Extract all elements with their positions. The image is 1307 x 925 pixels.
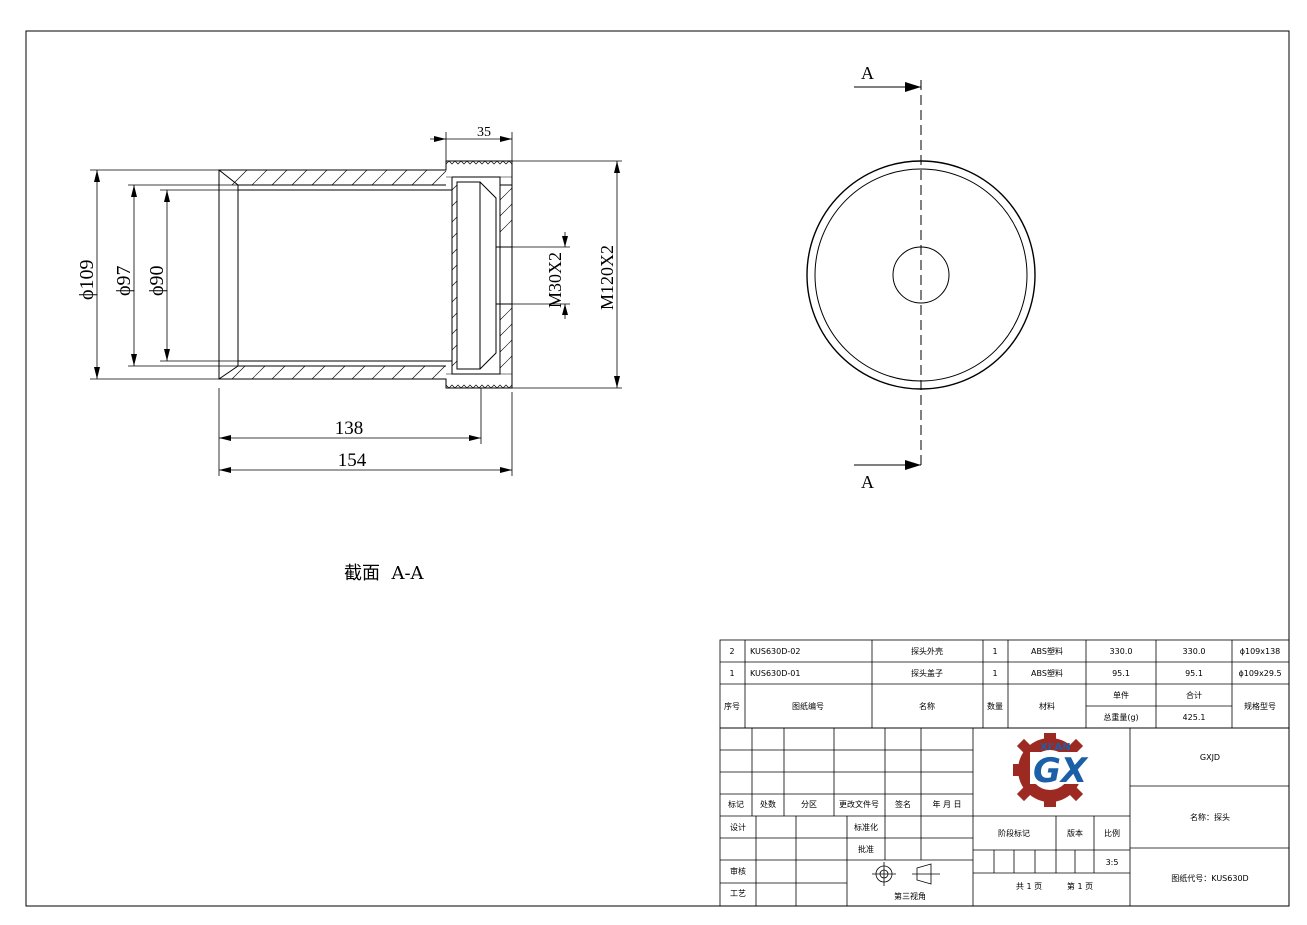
bom-row-seq: 2 [729, 647, 734, 656]
dimensions [90, 132, 622, 476]
projection-label: 第三视角 [894, 891, 926, 901]
bom-row-seq: 1 [729, 669, 734, 678]
title-block [719, 727, 1290, 907]
scale-value: 3:5 [1106, 858, 1119, 867]
bom-row-material: ABS塑料 [1031, 646, 1063, 656]
section-view [218, 160, 513, 389]
cut-arrow-top [905, 82, 921, 92]
logo-subtext: XI'AN [1040, 742, 1071, 753]
bom-row-spec: ϕ109x138 [1240, 647, 1281, 656]
bom-header-total-weight: 总重量(g) [1103, 712, 1138, 722]
section-caption: 截面 A-A [344, 563, 425, 584]
m30-thread-edges [496, 246, 512, 305]
bom-total-weight-value: 425.1 [1183, 713, 1206, 722]
rev-header-signature: 签名 [895, 799, 911, 809]
hatch-bottom [231, 365, 446, 380]
bom-header-spec: 规格型号 [1244, 701, 1276, 711]
shell-outline [218, 160, 513, 389]
bom-row-name: 探头外壳 [911, 646, 943, 656]
hatch-cap [451, 184, 513, 369]
sheet-border [25, 30, 1290, 907]
bom-header-name: 名称 [919, 701, 935, 711]
part-name: 名称：探头 [1190, 812, 1230, 822]
bom-row-spec: ϕ109x29.5 [1238, 669, 1281, 678]
cut-arrow-bottom [905, 460, 921, 470]
dim-phi97: ϕ97 [113, 265, 135, 296]
bom-row-unit: 330.0 [1110, 647, 1133, 656]
rev-header-count: 处数 [760, 799, 776, 809]
label-design: 设计 [730, 822, 746, 832]
dim-35: 35 [477, 125, 491, 140]
bom-header-material: 材料 [1039, 701, 1055, 711]
end-view [806, 80, 1036, 470]
dim-phi109: ϕ109 [76, 259, 98, 300]
sheets-total: 共 1 页 [1016, 882, 1042, 891]
inner-bore [237, 184, 446, 367]
bom-row-unit: 95.1 [1112, 669, 1130, 678]
bom-header-code: 图纸编号 [792, 701, 824, 711]
label-approve: 批准 [858, 844, 874, 854]
rev-header-zone: 分区 [801, 800, 817, 809]
drawing-number: 图纸代号：KUS630D [1171, 873, 1248, 883]
bom-row-name: 探头盖子 [911, 668, 943, 678]
company-logo: GX XI'AN [1013, 733, 1102, 807]
cap-outline [451, 176, 512, 375]
bom-row-code: KUS630D-02 [750, 647, 800, 656]
bom-header-total: 合计 [1186, 690, 1202, 700]
label-process: 工艺 [730, 889, 746, 898]
cut-label-top: A [861, 63, 874, 83]
dimension-arrows [94, 136, 620, 473]
thread-bottom [445, 384, 513, 389]
dim-138: 138 [335, 418, 364, 439]
hatch-top [231, 169, 447, 186]
dim-m120: M120X2 [597, 245, 617, 310]
label-scale: 比例 [1104, 828, 1120, 838]
rev-header-date: 年 月 日 [932, 799, 961, 809]
bom-row-qty: 1 [992, 669, 997, 678]
dim-phi90: ϕ90 [146, 265, 168, 296]
logo-text: GX [1033, 751, 1089, 791]
label-version: 版本 [1067, 828, 1083, 838]
bom-row-code: KUS630D-01 [750, 669, 800, 678]
label-standardize: 标准化 [854, 822, 878, 832]
rev-header-change-doc: 更改文件号 [839, 799, 879, 809]
thread-top [445, 160, 513, 165]
dim-m30: M30X2 [545, 252, 565, 308]
cap-inner [456, 181, 481, 370]
bom-row-total: 95.1 [1185, 669, 1203, 678]
cap-step [479, 181, 497, 370]
company-code: GXJD [1200, 753, 1220, 762]
chamfers [218, 169, 239, 380]
projection-symbol-icon [872, 862, 940, 886]
dim-154: 154 [338, 450, 367, 471]
bom-row-qty: 1 [992, 647, 997, 656]
bom-header-seq: 序号 [724, 701, 740, 711]
label-review: 审核 [730, 866, 746, 876]
sheet-number: 第 1 页 [1067, 881, 1093, 891]
bom-header-unit: 单件 [1113, 690, 1129, 700]
rev-header-mark: 标记 [728, 799, 744, 809]
cut-label-bottom: A [861, 472, 874, 492]
label-stage-mark: 阶段标记 [998, 828, 1030, 838]
bom-row-total: 330.0 [1183, 647, 1206, 656]
bom-header-qty: 数量 [987, 701, 1003, 711]
bom-row-material: ABS塑料 [1031, 668, 1063, 678]
